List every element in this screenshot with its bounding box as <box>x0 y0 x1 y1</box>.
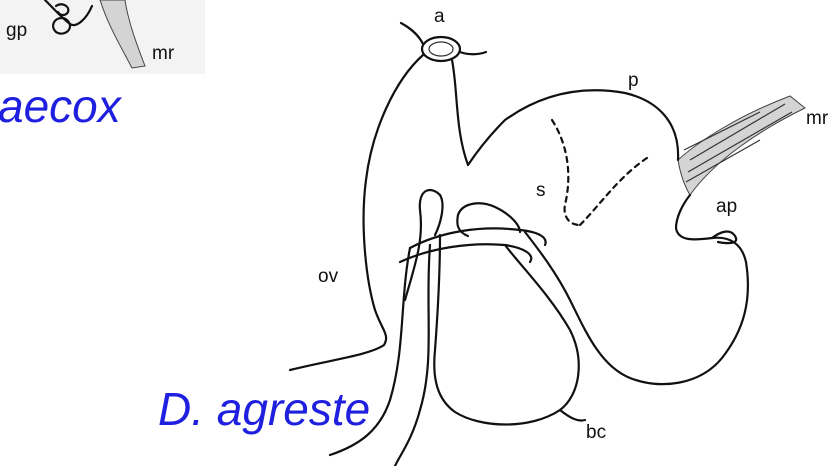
inset-label-mr: mr <box>152 43 175 64</box>
atrium <box>401 23 486 61</box>
stimulator-dashed-a <box>552 120 580 225</box>
duct-down-2 <box>395 245 430 466</box>
bursa-copulatrix <box>434 203 578 424</box>
penis-lower <box>525 195 748 384</box>
label-a: a <box>434 6 445 27</box>
inset-background <box>0 0 205 74</box>
bursa-stalk <box>457 215 468 236</box>
species-name-top: aecox <box>0 80 123 132</box>
label-ap: ap <box>716 196 737 217</box>
reproductive-system-diagram: a p mr s ap ov bc <box>290 6 829 466</box>
retractor-muscle <box>678 96 805 195</box>
label-mr: mr <box>806 108 829 129</box>
oviduct-right <box>435 195 443 235</box>
top-inset: gp mr <box>0 0 205 74</box>
label-ov: ov <box>318 266 339 287</box>
stimulator-dashed-b <box>580 156 650 225</box>
species-name-bottom: D. agreste <box>158 383 370 435</box>
bursa-tail <box>560 410 585 421</box>
inset-label-gp: gp <box>6 20 27 41</box>
oviduct-left <box>405 190 440 300</box>
label-p: p <box>628 70 639 91</box>
label-bc: bc <box>586 422 606 443</box>
label-s: s <box>536 180 546 201</box>
